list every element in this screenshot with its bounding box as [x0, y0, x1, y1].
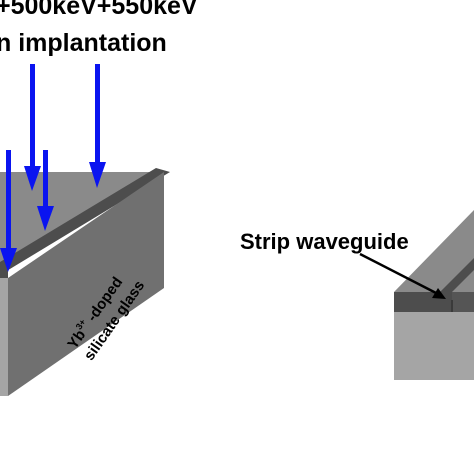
strip-waveguide-label: Strip waveguide [240, 229, 409, 254]
right-front-face [394, 312, 474, 380]
ion-arrow [0, 150, 17, 272]
ion-arrow [24, 64, 41, 191]
ion-beam-arrows [0, 64, 106, 272]
ion-arrow [89, 64, 106, 188]
left-sample-block: Yb3+ -doped silicate glass [0, 168, 170, 396]
left-side-face [8, 172, 164, 396]
left-front-face [0, 278, 8, 396]
strip-ridge [440, 258, 474, 292]
right-top-face [394, 210, 474, 292]
left-layer-strip [0, 168, 170, 275]
right-front-layer-2 [452, 292, 474, 312]
strip-pointer-arrow [359, 252, 446, 299]
ion-arrow [37, 150, 54, 231]
right-waveguide-block [394, 210, 474, 380]
strip-divider [451, 300, 453, 312]
title-energy: +500keV+550keV [0, 0, 198, 20]
right-front-layer [394, 292, 452, 312]
side-label-sup: 3+ [74, 317, 88, 331]
title-implantation: n implantation [0, 29, 167, 57]
